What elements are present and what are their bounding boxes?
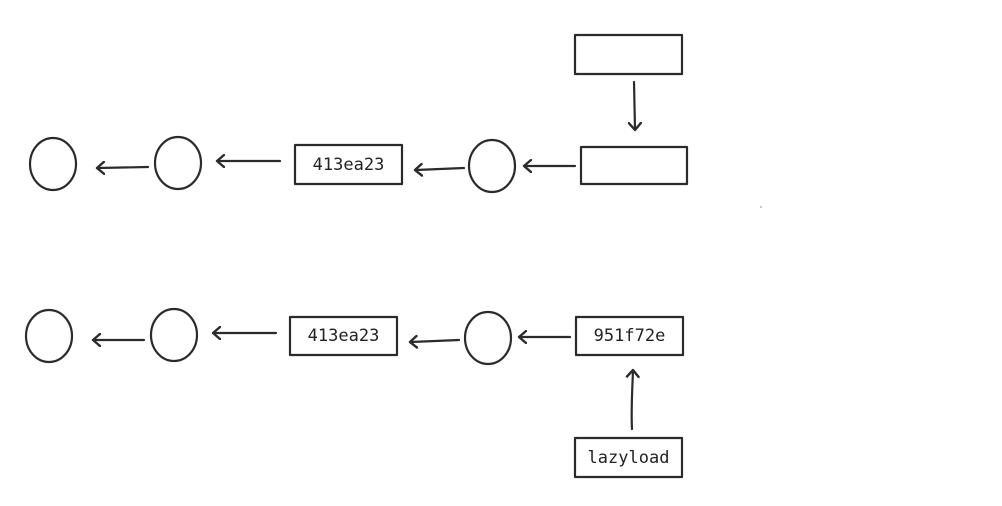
top-commit-head-box	[579, 145, 689, 186]
master-branch-label: master	[598, 45, 659, 65]
bottom-arrow-3	[411, 340, 461, 342]
master-arrow	[634, 80, 635, 129]
top-commit-accent	[467, 138, 517, 194]
bottom-row: 413ea23 951f72e lazyload	[24, 307, 685, 479]
top-row: 413ea23 4c58717 master	[28, 33, 689, 194]
bottom-commit-gray	[463, 310, 513, 366]
lazyload-branch-label: lazyload	[588, 448, 670, 468]
bottom-commit-second	[149, 307, 199, 363]
bottom-commit-oldest	[24, 308, 74, 364]
bottom-commit-shared-box	[288, 315, 399, 357]
bottom-commit-shared-label: 413ea23	[308, 326, 380, 346]
bottom-commit-head-label: 951f72e	[594, 326, 666, 346]
top-commit-second	[153, 135, 203, 191]
bottom-commit-head-box	[574, 315, 685, 357]
top-commit-oldest	[28, 136, 78, 192]
lazyload-arrow	[632, 371, 633, 431]
top-commit-shared-box	[293, 143, 404, 186]
top-arrow-1	[98, 167, 150, 168]
top-arrow-3	[416, 168, 466, 170]
master-branch-box	[573, 33, 684, 76]
top-commit-head-label: 4c58717	[598, 156, 670, 176]
top-commit-shared-label: 413ea23	[313, 155, 385, 175]
lazyload-branch-box	[573, 436, 684, 479]
stray-dot	[760, 206, 762, 208]
